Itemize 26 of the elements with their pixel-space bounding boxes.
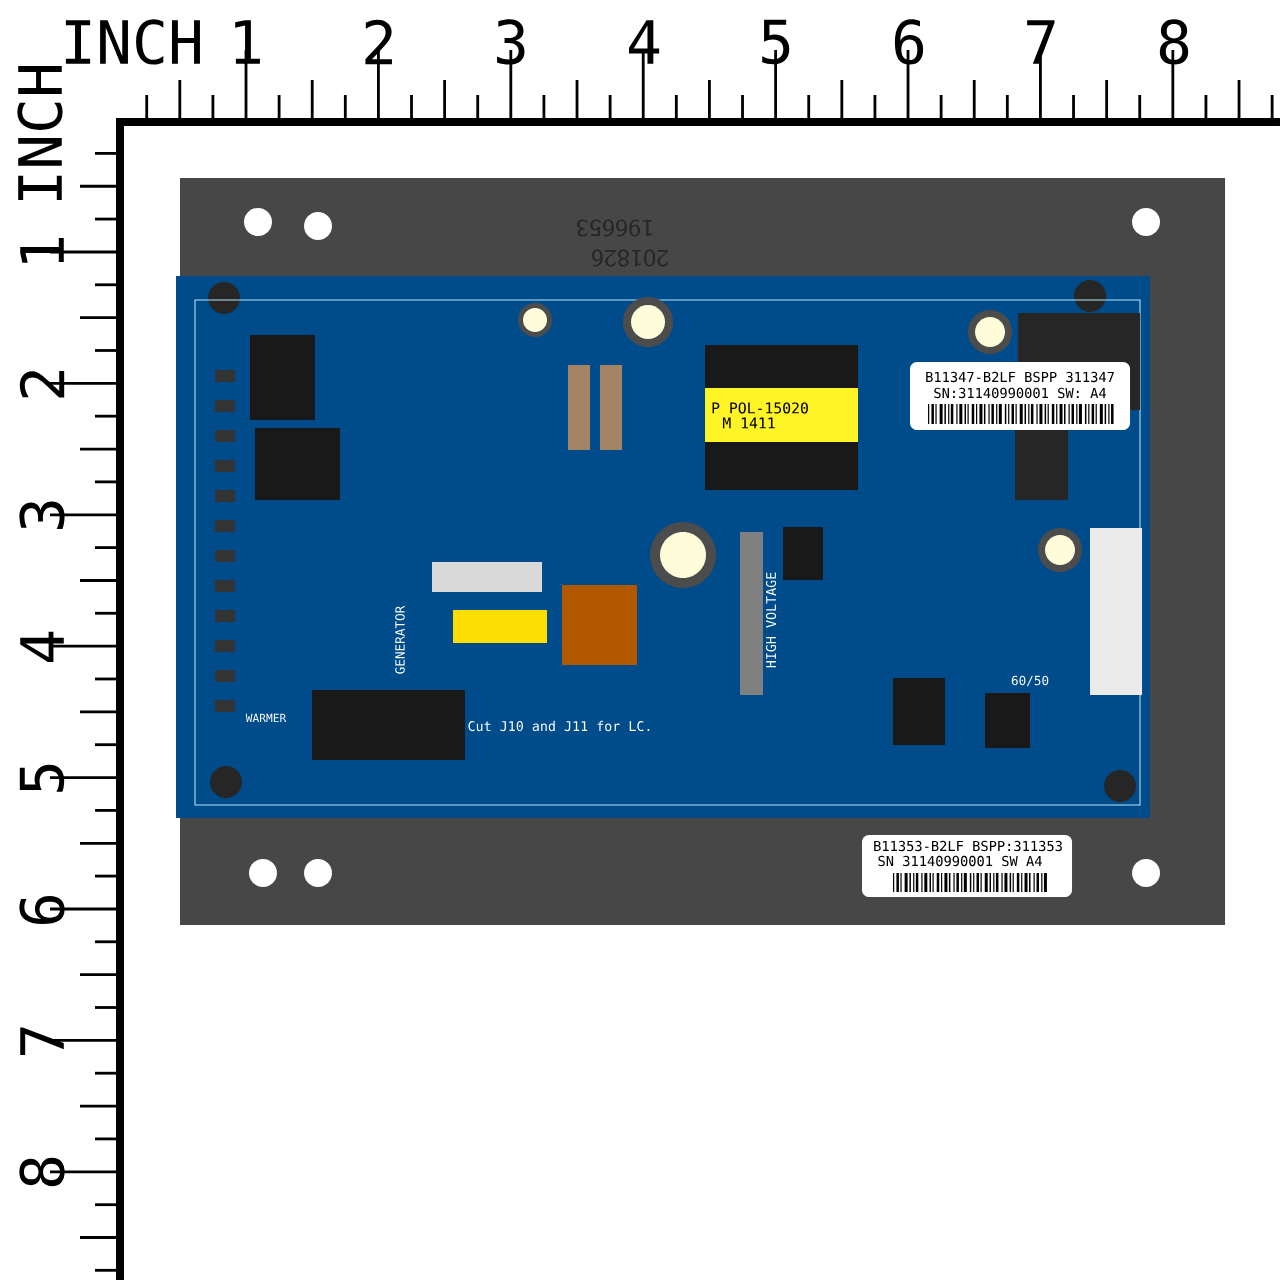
- ruler-number: 2: [365, 19, 392, 65]
- component-marking: P POL-15020: [712, 402, 808, 414]
- ruler-number: 4: [20, 631, 64, 662]
- silkscreen-text: 60/50: [1011, 675, 1049, 687]
- sticker-text: B11347-B2LF BSPP 311347: [926, 371, 1114, 383]
- ruler-number: 5: [762, 19, 790, 65]
- sticker-text: SN:31140990001 SW: A4: [934, 387, 1106, 399]
- ruler-number: 3: [497, 19, 525, 65]
- silkscreen-text: WARMER: [245, 713, 287, 723]
- silkscreen-text: Cut J10 and J11 for LC.: [468, 720, 650, 732]
- component-marking: M 1411: [722, 417, 775, 429]
- unit-label: INCH: [17, 66, 63, 201]
- ruler-number: 2: [19, 371, 65, 398]
- silkscreen-text: GENERATOR: [395, 605, 405, 674]
- sticker-text: SN 31140990001 SW A4: [878, 855, 1042, 867]
- ruler-number: 8: [1159, 19, 1189, 65]
- sticker-text: B11353-B2LF BSPP:311353: [874, 840, 1062, 852]
- silkscreen-text: HIGH VOLTAGE: [765, 572, 777, 668]
- ruler-number: 5: [19, 764, 65, 792]
- ruler-number: 6: [19, 895, 65, 925]
- ruler-number: 4: [629, 20, 660, 64]
- ruler-number: 7: [20, 1027, 64, 1055]
- ruler-number: 6: [894, 19, 924, 65]
- unit-label: INCH: [65, 19, 200, 65]
- ruler-number: 8: [19, 1157, 65, 1187]
- ruler-number: 3: [19, 501, 65, 529]
